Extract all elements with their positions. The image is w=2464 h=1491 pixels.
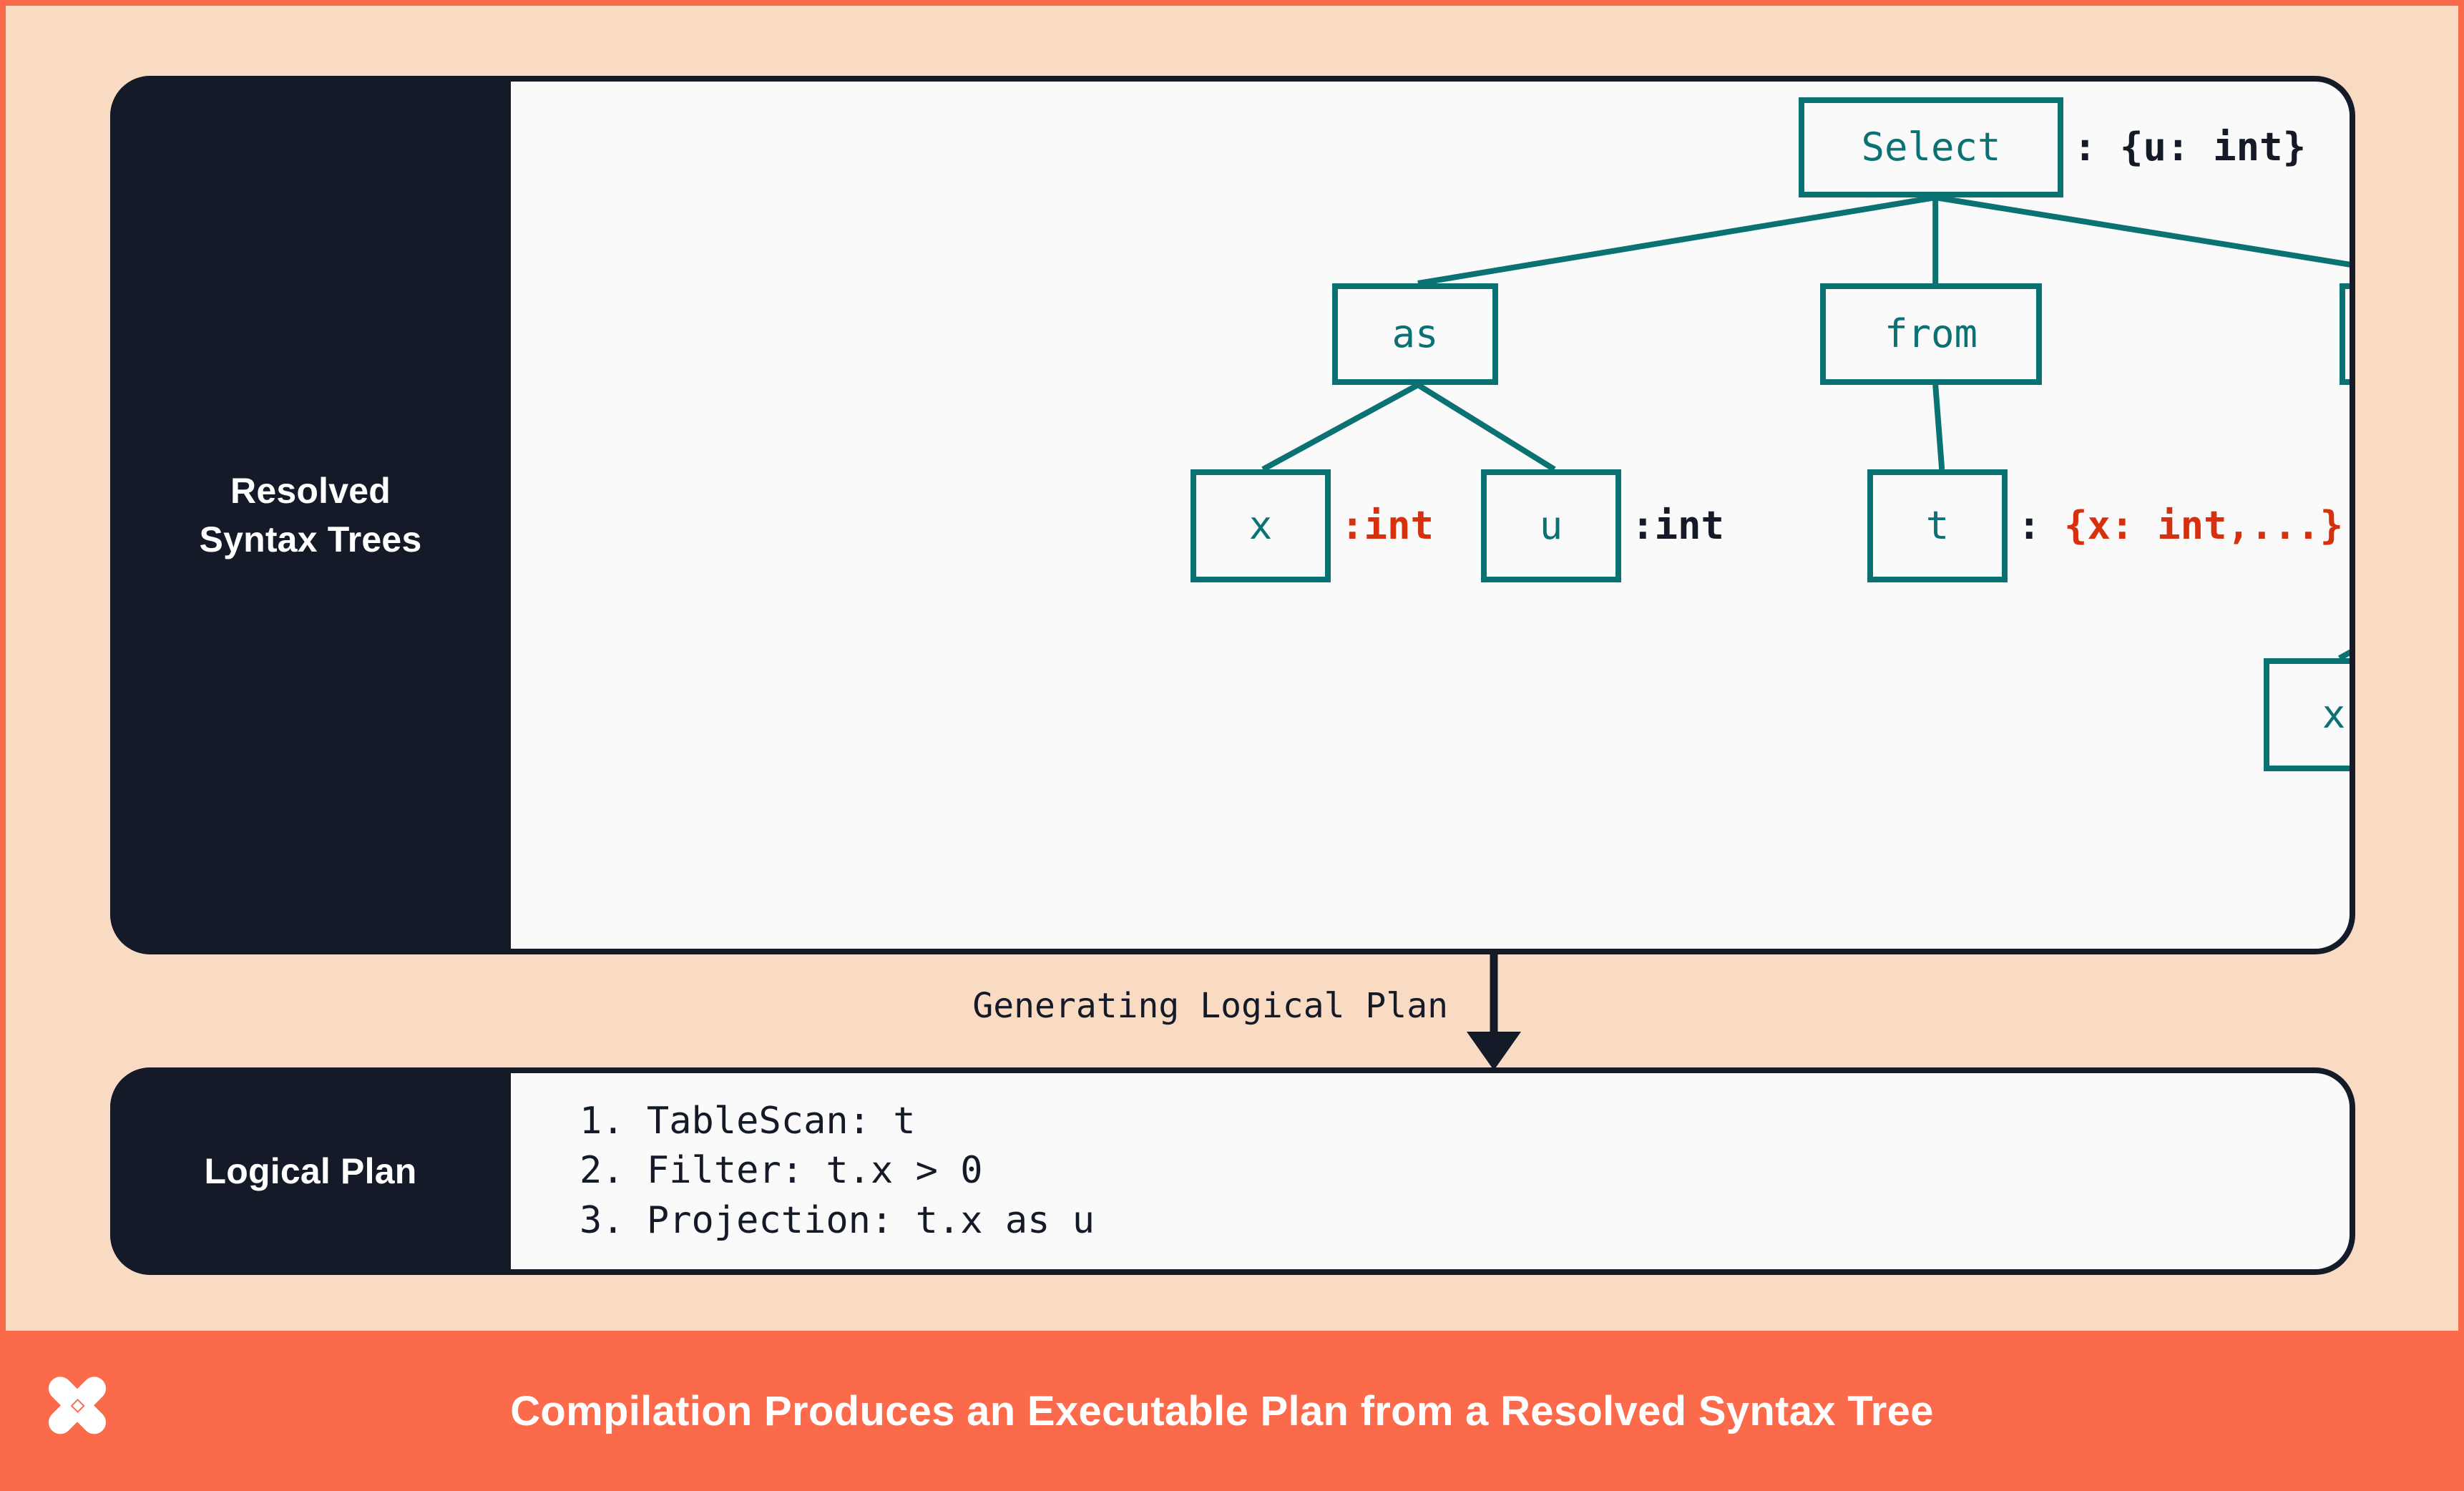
butterfly-x-logo-icon (49, 1377, 106, 1434)
tree-annotation-as-x: :int (1341, 503, 1434, 548)
logical-plan-step: 3. Projection: t.x as u (580, 1198, 1095, 1242)
tree-edge-gt-gt-x (2338, 649, 2350, 661)
tree-edge-from-from-t (1932, 384, 1945, 470)
logical-plan-step: 2. Filter: t.x > 0 (580, 1149, 983, 1193)
tree-node-as: as (1332, 283, 1498, 385)
tree-node-as-x: x (1191, 469, 1331, 582)
tree-node-as-u: u (1481, 469, 1621, 582)
tree-annotation-select: : {u: int} (2073, 124, 2307, 170)
tree-edges (1261, 195, 2350, 661)
tree-node-select: Select (1799, 97, 2063, 197)
logical-plan-step-list: 1. TableScan: t 2. Filter: t.x > 0 3. Proj… (580, 1097, 1095, 1245)
panel-label-logical-plan: Logical Plan (204, 1151, 417, 1191)
connector-generating-logical-plan: Generating Logical Plan (110, 954, 2355, 1069)
panel-logical-plan: Logical Plan 1. TableScan: t 2. Filter: t… (110, 1067, 2355, 1275)
connector-arrow-icon (1467, 954, 1521, 1069)
footer-banner: Compilation Produces an Executable Plan … (0, 1331, 2464, 1491)
tree-annotation-as-u: :int (1631, 503, 1725, 548)
tree-edge-select-as (1417, 195, 1936, 286)
tree-node-from: from (1820, 283, 2042, 385)
tree-node-where: where (2340, 283, 2350, 385)
tree-edge-as-as-x (1261, 382, 1419, 472)
panel-body-logical-plan: 1. TableScan: t 2. Filter: t.x > 0 3. Proj… (511, 1073, 2350, 1269)
connector-label: Generating Logical Plan (972, 986, 1448, 1026)
syntax-tree-diagram: Selectasfromwherexut>x0: {u: int}:int:in… (511, 82, 2350, 949)
tree-node-gt-x: x (2264, 658, 2350, 771)
tree-edge-as-as-u (1416, 382, 1556, 472)
footer-title: Compilation Produces an Executable Plan … (510, 1387, 1934, 1434)
tree-node-from-t: t (1867, 469, 2008, 582)
logical-plan-step: 1. TableScan: t (580, 1100, 916, 1143)
tree-edge-select-where (1935, 195, 2350, 268)
tree-annotation-from-t: : {x: int,...} (2018, 503, 2344, 548)
panel-body-syntax-trees: Selectasfromwherexut>x0: {u: int}:int:in… (511, 82, 2350, 949)
panel-rail-logical-plan: Logical Plan (110, 1067, 511, 1275)
